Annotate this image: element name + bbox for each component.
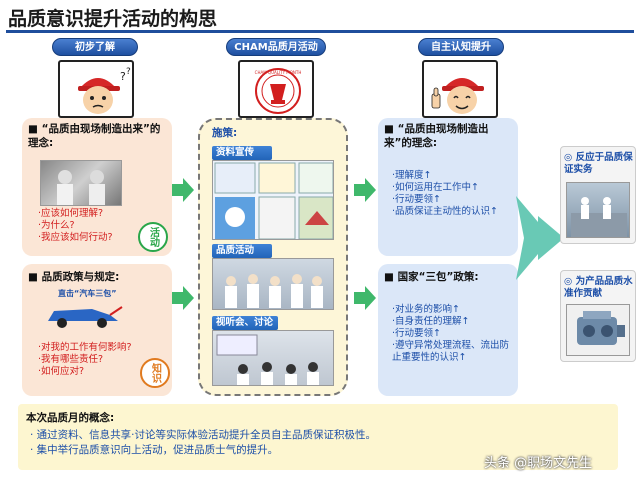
left-top-photo (40, 160, 122, 206)
factory-photo (566, 182, 630, 238)
list-item: ·行动要领↑ (392, 328, 441, 339)
list-item: ·自身责任的理解↑ (392, 316, 470, 327)
poster-collage-icon (214, 162, 333, 239)
list-item: ·理解度↑ (392, 170, 432, 181)
seminar-photo (212, 330, 334, 386)
section-label-materials: 资料宣传 (212, 146, 272, 160)
list-item: · 集中举行品质意识向上活动，促进品质士气的提升。 (30, 444, 279, 456)
tag-quality-month: CHAM品质月活动 (226, 38, 326, 56)
list-item: ·对我的工作有何影响? (38, 342, 132, 353)
far-right-bottom-label: ◎ 为产品品质水准作贡献 (564, 276, 633, 299)
page-title: 品质意识提升活动的构思 (8, 8, 218, 30)
worker-idea-icon (431, 78, 484, 114)
left-bottom-list: ·对我的工作有何影响? ·我有哪些责任? ·如何应对? (38, 342, 158, 378)
list-item: ·我有哪些责任? (38, 354, 104, 365)
classroom-icon (216, 334, 319, 385)
arrow-right-icon (172, 178, 194, 202)
far-right-top-label: ◎ 反应于品质保证实务 (564, 152, 633, 175)
list-item: ·我应该如何行动? (38, 232, 113, 243)
group-meeting-icon (225, 274, 323, 308)
left-top-list: ·应该如何理解? ·为什么? ·我应该如何行动? (38, 208, 148, 244)
knowledge-circle-tag: 知识 (140, 358, 170, 388)
converging-arrow-icon (516, 196, 564, 280)
worker-thinking-portrait: ? ? (58, 60, 134, 118)
quality-month-seal-icon: CHAM QUALITY MONTH (255, 68, 302, 114)
car-banner-text: 直击“汽车三包” (58, 289, 117, 298)
arrow-right-icon (354, 178, 376, 202)
svg-text:?: ? (126, 67, 131, 77)
tag-initial-understanding: 初步了解 (52, 38, 138, 56)
engine-icon (577, 311, 625, 345)
section-label-seminar: 视听会、讨论 (212, 316, 278, 330)
engine-photo (566, 304, 630, 356)
car-icon (48, 306, 123, 328)
list-item: ·如何运用在工作中↑ (392, 182, 479, 193)
worker-thinking-icon: ? ? (78, 67, 131, 114)
concept-heading: 本次品质月的概念: (26, 412, 115, 424)
title-underline (6, 30, 634, 33)
materials-photo (212, 160, 334, 240)
right-bottom-list: ·对业务的影响↑ ·自身责任的理解↑ ·行动要领↑ ·遵守异常处理流程、流出防止… (392, 304, 514, 364)
factory-workers-icon (571, 197, 627, 237)
car-banner-image: 直击“汽车三包” (40, 288, 124, 332)
workers-photo-icon (57, 170, 105, 205)
quality-month-seal-frame: CHAM QUALITY MONTH (238, 60, 314, 118)
concept-list: · 通过资料、信息共享·讨论等实际体验活动提升全员自主品质保证积极性。 · 集中… (30, 428, 610, 458)
right-top-heading: ■ “品质由现场制造出来”的理念: (384, 123, 489, 149)
list-item: ·为什么? (38, 220, 75, 231)
arrow-right-icon (354, 286, 376, 310)
list-item: ·如何应对? (38, 366, 85, 377)
quality-activity-photo (212, 258, 334, 310)
watermark-text: 头条 @职场文先生 (484, 456, 593, 471)
arrow-right-icon (172, 286, 194, 310)
right-bottom-panel (378, 264, 518, 396)
concept-box (18, 404, 618, 470)
tag-self-awareness: 自主认知提升 (418, 38, 504, 56)
right-top-panel (378, 118, 518, 256)
section-label-quality-activity: 品质活动 (212, 244, 272, 258)
right-bottom-heading: ■ 国家“三包”政策: (384, 271, 479, 283)
left-top-heading: ■ “品质由现场制造出来”的理念: (28, 123, 161, 149)
activity-circle-tag: 活动 (138, 222, 168, 252)
worker-thumbsup-portrait (422, 60, 498, 118)
middle-heading: 施策: (212, 127, 238, 139)
list-item: ·应该如何理解? (38, 208, 104, 219)
list-item: ·遵守异常处理流程、流出防止重要性的认识↑ (392, 340, 510, 363)
seal-text: CHAM QUALITY MONTH (255, 70, 302, 75)
list-item: ·对业务的影响↑ (392, 304, 460, 315)
svg-text:?: ? (120, 70, 126, 83)
list-item: ·品质保证主动性的认识↑ (392, 206, 498, 217)
right-top-list: ·理解度↑ ·如何运用在工作中↑ ·行动要领↑ ·品质保证主动性的认识↑ (392, 170, 516, 218)
list-item: ·行动要领↑ (392, 194, 441, 205)
list-item: · 通过资料、信息共享·讨论等实际体验活动提升全员自主品质保证积极性。 (30, 429, 377, 441)
left-bottom-heading: ■ 品质政策与规定: (28, 271, 120, 283)
